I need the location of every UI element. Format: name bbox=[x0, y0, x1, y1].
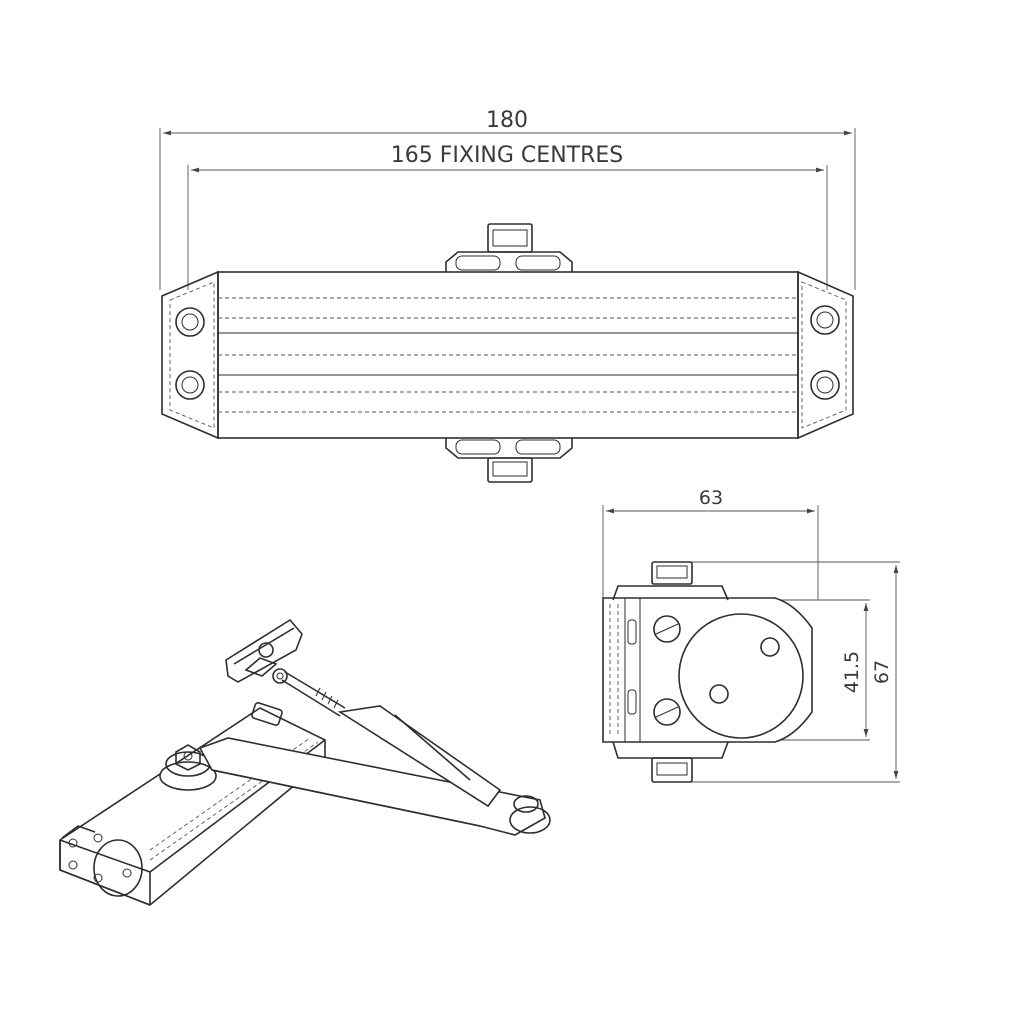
fixing-hole bbox=[175, 307, 205, 337]
adjuster-hole bbox=[709, 684, 729, 704]
adjuster-hole bbox=[760, 637, 780, 657]
inner-height-dimension: 41.5 bbox=[780, 599, 870, 741]
end-view: 63 41.5 67 bbox=[602, 487, 900, 783]
width-label: 63 bbox=[699, 487, 723, 509]
fixing-hole bbox=[175, 370, 205, 400]
isometric-view bbox=[59, 618, 551, 906]
fixing-centres-label: 165 FIXING CENTRES bbox=[391, 143, 624, 168]
screw-head bbox=[653, 615, 681, 643]
bottom-bracket bbox=[445, 438, 573, 483]
top-bracket bbox=[445, 223, 573, 272]
top-view: 180 165 FIXING CENTRES bbox=[159, 108, 856, 483]
fixing-hole bbox=[810, 305, 840, 335]
width-dimension: 63 bbox=[602, 487, 819, 600]
screw-head bbox=[653, 698, 681, 726]
piston-end bbox=[678, 613, 804, 739]
overall-length-dimension: 180 bbox=[159, 108, 856, 290]
outer-height-label: 67 bbox=[871, 660, 893, 684]
inner-height-label: 41.5 bbox=[841, 651, 863, 693]
fixing-centres-dimension: 165 FIXING CENTRES bbox=[187, 143, 828, 290]
outer-height-dimension: 67 bbox=[690, 561, 900, 783]
overall-length-label: 180 bbox=[486, 108, 528, 133]
fixing-hole bbox=[810, 370, 840, 400]
closer-body-top bbox=[161, 270, 854, 440]
